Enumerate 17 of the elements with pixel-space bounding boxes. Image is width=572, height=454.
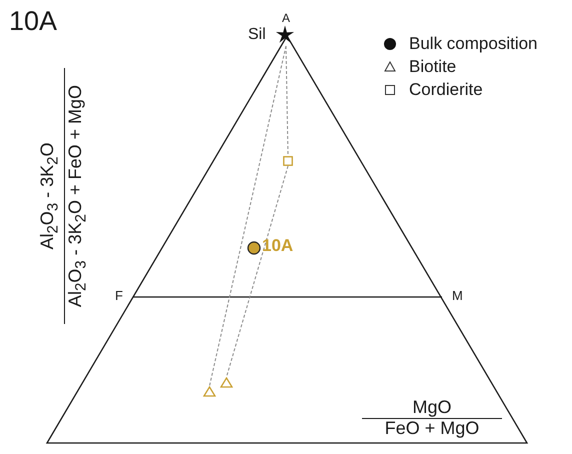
biotite-marker xyxy=(203,386,216,397)
tie-line xyxy=(226,166,288,378)
tie-line xyxy=(286,46,288,156)
biotite-marker xyxy=(220,377,233,388)
mineral-label: Sil xyxy=(248,26,266,44)
cordierite-marker xyxy=(283,156,293,166)
sample-label: 10A xyxy=(262,237,294,256)
vertex-label: M xyxy=(452,289,463,304)
axis-denominator: FeO + MgO xyxy=(362,418,502,439)
vertex-label: A xyxy=(282,12,290,26)
legend-label: Cordierite xyxy=(409,80,483,100)
legend-label: Biotite xyxy=(409,57,456,77)
axis-numerator: MgO xyxy=(411,398,452,418)
tie-line xyxy=(209,46,286,386)
legend-label: Bulk composition xyxy=(409,34,538,54)
title: 10A xyxy=(9,6,58,37)
vertex-label: F xyxy=(115,289,123,304)
